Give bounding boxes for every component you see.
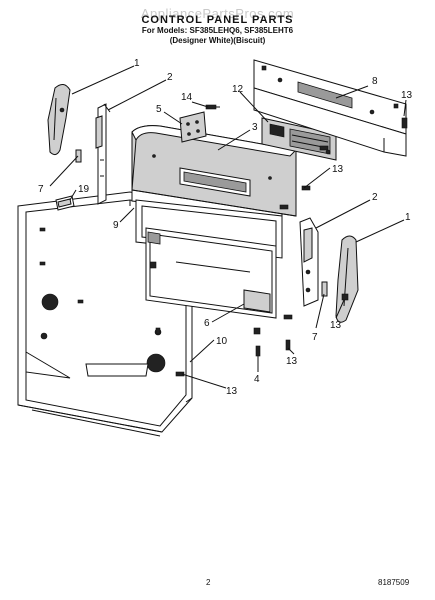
callout-13-bottom: 13 <box>226 386 238 397</box>
callout-6: 6 <box>204 318 210 329</box>
part-left-clip <box>75 149 82 163</box>
screw-4b <box>255 345 261 357</box>
part-left-end-cap <box>47 84 71 156</box>
callout-14: 14 <box>181 92 193 103</box>
callout-5: 5 <box>156 104 162 115</box>
screw-top-right <box>401 117 408 129</box>
callout-7-right: 7 <box>312 332 318 343</box>
callout-13-top: 13 <box>401 90 413 101</box>
callout-12: 12 <box>232 84 244 95</box>
screw-channel <box>279 204 289 210</box>
callout-labels: 1 2 5 14 12 8 13 3 7 19 13 9 2 1 6 7 13 … <box>38 58 413 397</box>
callout-9: 9 <box>113 220 119 231</box>
callout-1-right: 1 <box>405 212 411 223</box>
callout-3: 3 <box>252 122 258 133</box>
callout-7-left: 7 <box>38 184 44 195</box>
watermark: AppliancePartsPros.com <box>140 6 295 21</box>
screw-end-cap <box>341 293 349 301</box>
part-right-clip <box>321 281 328 297</box>
page-number: 2 <box>206 578 211 587</box>
callout-2-left: 2 <box>167 72 173 83</box>
model-numbers: For Models: SF385LEHQ6, SF385LEHT6 <box>141 26 294 35</box>
callout-10: 10 <box>216 336 228 347</box>
screw-mid-left <box>155 327 161 335</box>
screw-bottom <box>175 371 185 377</box>
part-right-side-bracket <box>299 217 319 307</box>
callout-2-right: 2 <box>372 192 378 203</box>
callout-13-low: 13 <box>286 356 298 367</box>
part-left-side-bracket <box>95 103 111 205</box>
callout-8: 8 <box>372 76 378 87</box>
callout-4: 4 <box>254 374 260 385</box>
leader-lines <box>49 65 407 389</box>
part-small-bracket <box>179 111 207 143</box>
color-variant: (Designer White)(Biscuit) <box>169 36 266 45</box>
screws <box>149 104 408 377</box>
screw-right-lower <box>285 339 291 351</box>
screw-left-tab <box>149 261 157 269</box>
part-lower-panel <box>145 227 277 319</box>
callout-1-left: 1 <box>134 58 140 69</box>
screw-panel-top <box>319 145 329 151</box>
screw-14 <box>205 104 220 110</box>
part-control-panel <box>131 125 298 217</box>
callout-13-mid: 13 <box>332 164 344 175</box>
part-19-bumper <box>55 195 75 211</box>
part-right-end-cap <box>335 235 359 323</box>
callout-19: 19 <box>78 184 90 195</box>
callout-13-right: 13 <box>330 320 342 331</box>
screw-4a <box>253 327 261 335</box>
diagram-title: CONTROL PANEL PARTS <box>141 14 294 26</box>
document-code: 8187509 <box>378 578 410 587</box>
screw-right-bracket <box>283 314 293 320</box>
